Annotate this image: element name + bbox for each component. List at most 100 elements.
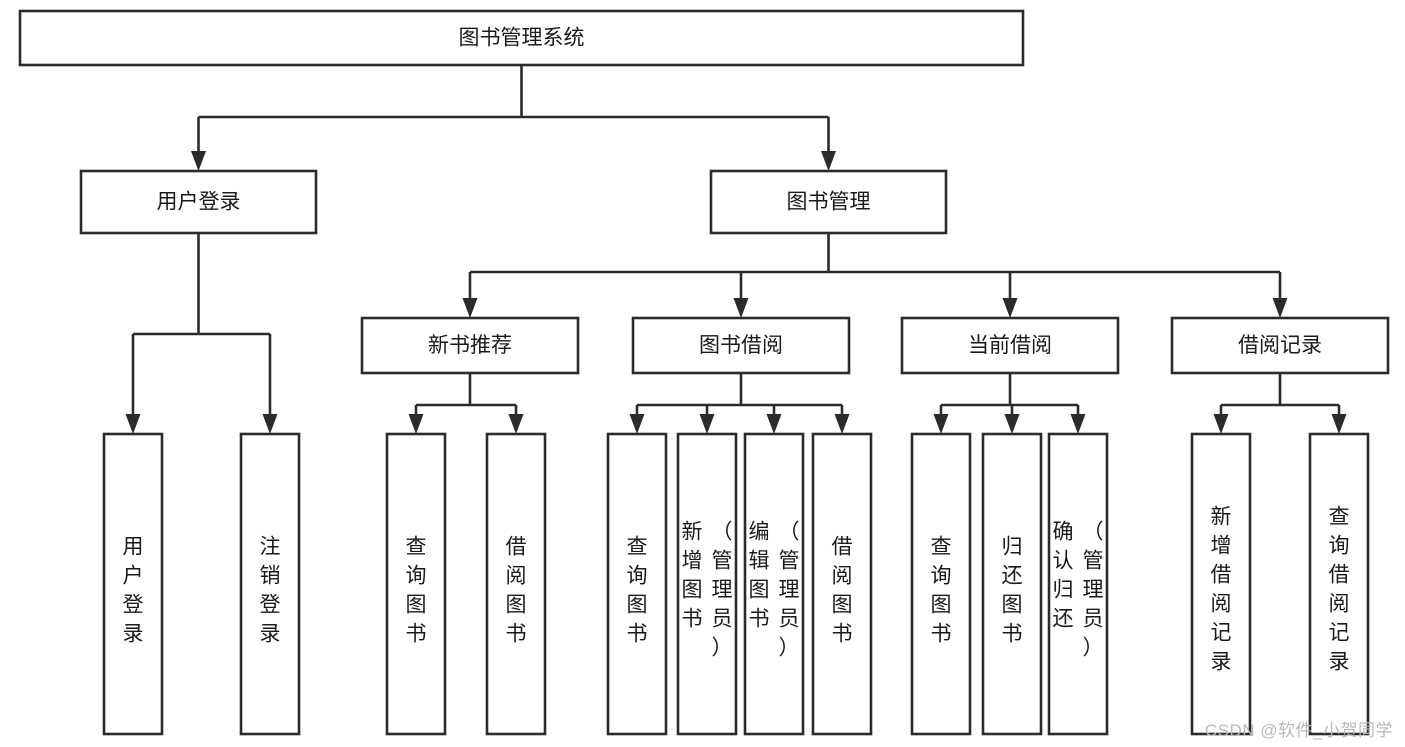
node-label-nb-borrow: 书 <box>506 622 527 645</box>
node-label-bo-add: 管 <box>712 549 733 572</box>
node-label-login: 用户登录 <box>157 191 241 214</box>
arrow-head-re-query <box>1331 414 1347 434</box>
node-label-logout-do: 录 <box>260 622 281 645</box>
node-label-nb-borrow: 图 <box>506 593 527 616</box>
arrow-head-login-do <box>125 414 141 434</box>
node-box-bo-query <box>606 432 668 736</box>
node-label-cu-confirm: （ <box>1083 520 1104 543</box>
node-root[interactable]: 图书管理系统 <box>18 9 1025 67</box>
node-box-nb-query <box>385 432 447 736</box>
arrow-head-newbook <box>462 298 478 318</box>
node-box-re-add <box>1190 432 1252 736</box>
node-label-bo-query: 图 <box>627 593 648 616</box>
node-label-cu-query: 书 <box>931 622 952 645</box>
arrow-head-logout-do <box>262 414 278 434</box>
node-label-bo-borrow: 阅 <box>832 564 853 587</box>
node-label-re-add: 增 <box>1211 534 1232 557</box>
node-current[interactable]: 当前借阅 <box>900 316 1120 375</box>
node-label-nb-query: 图 <box>406 593 427 616</box>
node-label-login-do: 录 <box>123 622 144 645</box>
node-label-bo-edit: （ <box>779 520 800 543</box>
arrow-head-nb-borrow <box>508 414 524 434</box>
node-label-cu-confirm: 理 <box>1083 578 1104 601</box>
node-label-logout-do: 销 <box>260 564 281 587</box>
node-label-bo-edit: 理 <box>779 578 800 601</box>
node-borrow[interactable]: 图书借阅 <box>631 316 851 375</box>
node-newbook[interactable]: 新书推荐 <box>360 316 580 375</box>
node-label-nb-query: 询 <box>406 564 427 587</box>
node-label-cu-confirm: 认 <box>1053 549 1074 572</box>
node-label-bo-edit: 管 <box>779 549 800 572</box>
node-label-bo-edit: 编 <box>749 520 770 543</box>
node-label-re-query: 查 <box>1329 505 1350 528</box>
node-label-root: 图书管理系统 <box>459 27 585 50</box>
node-label-bo-edit: 员 <box>779 607 800 630</box>
node-layer: 图书管理系统用户登录图书管理新书推荐图书借阅当前借阅借阅记录用户登录注销登录查询… <box>18 9 1390 736</box>
node-box-login <box>79 169 318 235</box>
arrow-head-bookmgmt <box>821 151 836 171</box>
node-label-re-query: 借 <box>1329 563 1350 586</box>
node-label-cu-confirm: 确 <box>1053 520 1074 543</box>
node-box-current <box>900 316 1120 375</box>
node-label-bo-borrow: 书 <box>832 622 853 645</box>
node-label-cu-confirm: 管 <box>1083 549 1104 572</box>
node-label-bo-edit: 图 <box>749 578 770 601</box>
node-login[interactable]: 用户登录 <box>79 169 318 235</box>
node-label-nb-query: 查 <box>406 535 427 558</box>
node-label-cu-confirm: 还 <box>1053 607 1074 630</box>
node-label-bo-borrow: 借 <box>832 535 853 558</box>
connector-layer <box>125 65 1347 434</box>
node-box-newbook <box>360 316 580 375</box>
node-login-do[interactable]: 用户登录 <box>102 432 164 736</box>
arrow-head-bo-borrow <box>834 414 850 434</box>
node-label-bo-add: 增 <box>682 549 703 572</box>
node-label-bo-edit: 辑 <box>749 549 770 572</box>
node-box-cu-confirm <box>1047 432 1109 736</box>
node-box-cu-query <box>910 432 972 736</box>
arrow-head-cu-query <box>933 414 949 434</box>
node-label-cu-query: 图 <box>931 593 952 616</box>
arrow-head-bo-add <box>699 414 715 434</box>
node-label-bo-borrow: 图 <box>832 593 853 616</box>
node-label-newbook: 新书推荐 <box>428 334 512 357</box>
node-label-record: 借阅记录 <box>1238 334 1322 357</box>
node-record[interactable]: 借阅记录 <box>1170 316 1390 375</box>
node-label-borrow: 图书借阅 <box>699 334 783 357</box>
node-bookmgmt[interactable]: 图书管理 <box>709 169 948 235</box>
arrow-head-current <box>1002 298 1018 318</box>
node-label-re-query: 记 <box>1329 621 1350 644</box>
node-label-nb-borrow: 阅 <box>506 564 527 587</box>
node-label-logout-do: 注 <box>260 535 281 558</box>
node-label-re-query: 阅 <box>1329 592 1350 615</box>
node-label-bo-add: 新 <box>682 520 703 543</box>
node-label-bo-add: （ <box>712 520 733 543</box>
node-label-cu-return: 书 <box>1002 622 1023 645</box>
node-label-bo-add: 图 <box>682 578 703 601</box>
node-label-current: 当前借阅 <box>968 334 1052 357</box>
node-box-login-do <box>102 432 164 736</box>
node-label-logout-do: 登 <box>260 593 281 616</box>
node-label-cu-return: 图 <box>1002 593 1023 616</box>
node-box-bo-borrow <box>811 432 873 736</box>
node-box-borrow <box>631 316 851 375</box>
node-label-login-do: 登 <box>123 593 144 616</box>
node-label-cu-query: 询 <box>931 564 952 587</box>
watermark-label: CSDN @软件_小贺同学 <box>1204 721 1393 740</box>
node-label-login-do: 用 <box>123 535 144 558</box>
node-label-cu-confirm: 员 <box>1083 607 1104 630</box>
node-label-cu-confirm: ） <box>1083 636 1104 659</box>
